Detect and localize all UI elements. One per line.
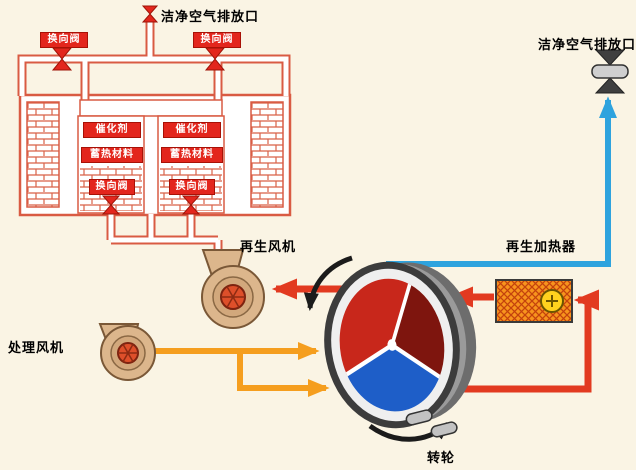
regen-fan [201,249,265,329]
reversing-valve-top-right-chip: 换向阀 [193,32,241,48]
reversing-valve-bottom-right-icon [181,195,201,215]
reversing-valve-bottom-left-chip: 换向阀 [89,179,135,195]
rotary-wheel [303,255,477,442]
catalyst-chip-2: 催化剂 [163,122,221,138]
regen-heater [495,279,573,323]
burner-cross-icon [546,295,558,307]
process-fan [98,323,156,381]
catalyst-chip-1: 催化剂 [83,122,141,138]
process-fan-label: 处理风机 [8,341,65,356]
reversing-valve-bottom-right-chip: 换向阀 [169,179,215,195]
top-outlet-label: 洁净空气排放口 [161,10,260,25]
heater-label: 再生加热器 [506,240,577,255]
rto-pipes [17,22,291,252]
rto-right-brick-column [250,101,284,208]
wheel-desorption-sector [339,278,410,375]
reversing-valve-top-right-icon [204,47,226,71]
top-exhaust-stack-icon [141,5,159,23]
wheel-rotation-arrow-top [303,255,353,311]
reversing-valve-bottom-left-icon [101,195,121,215]
reversing-valve-top-left-icon [51,47,73,71]
rto-unit [17,5,292,252]
right-outlet-label: 洁净空气排放口 [538,38,636,53]
wheel-roller-icon [405,409,433,426]
wheel-roller-icon [430,421,458,438]
exhaust-damper-icon [591,49,629,94]
flow-lines [152,96,617,397]
clean-air-flow [386,96,617,267]
process-air-flow-branch [237,351,330,397]
rto-header-duct [79,99,223,117]
reversing-valve-top-left-chip: 换向阀 [40,32,88,48]
heat-storage-chip-1: 蓄热材料 [81,147,143,163]
wheel-to-heater-flow [436,289,599,393]
heat-storage-chip-2: 蓄热材料 [161,147,223,163]
rto-left-brick-column [26,101,60,208]
regen-fan-label: 再生风机 [240,240,297,255]
wheel-label: 转轮 [427,451,456,466]
